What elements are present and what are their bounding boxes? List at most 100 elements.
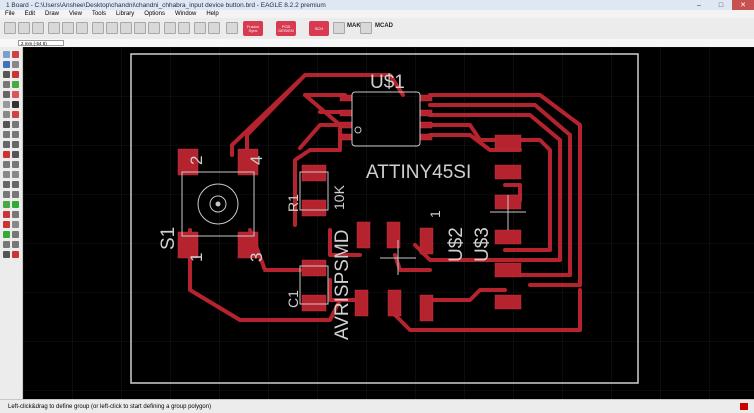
- pad-u3-6: [494, 294, 522, 310]
- undo-icon[interactable]: [164, 22, 176, 34]
- open-icon[interactable]: [4, 22, 16, 34]
- stop-command-icon[interactable]: [740, 403, 748, 410]
- rotate-tool-icon[interactable]: [12, 81, 19, 88]
- minimize-button[interactable]: –: [697, 1, 701, 9]
- u3-label: U$3: [472, 227, 493, 262]
- smash-tool-icon[interactable]: [12, 131, 19, 138]
- pcb-design-button[interactable]: PCB DESIGN: [276, 21, 296, 36]
- route-tool-icon[interactable]: [3, 161, 10, 168]
- close-button[interactable]: ✕: [732, 0, 754, 10]
- make-label[interactable]: MAKE: [347, 23, 365, 29]
- board-canvas[interactable]: U$1 ATTINY45SI S1 R1 10K C1 AVRISPSMD U$…: [23, 47, 754, 399]
- go-icon[interactable]: [208, 22, 220, 34]
- ratsnest-tool-icon[interactable]: [3, 221, 10, 228]
- text-tool-icon[interactable]: [12, 171, 19, 178]
- pad-u2-3: [419, 227, 434, 255]
- print-icon[interactable]: [32, 22, 44, 34]
- replace-tool-icon[interactable]: [12, 111, 19, 118]
- autoroute-tool-icon[interactable]: [12, 221, 19, 228]
- menu-draw[interactable]: Draw: [45, 11, 60, 17]
- menu-help[interactable]: Help: [206, 11, 219, 17]
- value-tool-icon[interactable]: [3, 131, 10, 138]
- redraw-icon[interactable]: [134, 22, 146, 34]
- show-tool-icon[interactable]: [12, 51, 19, 58]
- tool-palette: [0, 47, 23, 399]
- attribute-tool-icon[interactable]: [3, 211, 10, 218]
- delete-tool-icon[interactable]: [12, 101, 19, 108]
- zoom-in-icon[interactable]: [106, 22, 118, 34]
- redo-icon[interactable]: [178, 22, 190, 34]
- circle-tool-icon[interactable]: [3, 181, 10, 188]
- save-icon[interactable]: [18, 22, 30, 34]
- lock-tool-icon[interactable]: [3, 121, 10, 128]
- maximize-button[interactable]: □: [718, 1, 724, 9]
- polygon-tool-icon[interactable]: [12, 191, 19, 198]
- ripup-tool-icon[interactable]: [12, 161, 19, 168]
- menu-window[interactable]: Window: [174, 11, 197, 17]
- coordinate-bar: 2 mm (-54 8): [0, 39, 754, 47]
- change-tool-icon[interactable]: [12, 91, 19, 98]
- pad-ic-l3: [339, 121, 353, 129]
- move-tool-icon[interactable]: [3, 71, 10, 78]
- zoom-fit-icon[interactable]: [92, 22, 104, 34]
- zoom-out-icon[interactable]: [120, 22, 132, 34]
- menu-edit[interactable]: Edit: [24, 11, 36, 17]
- info-tool-icon[interactable]: [3, 51, 10, 58]
- mark-tool-icon[interactable]: [12, 61, 19, 68]
- pad-c1-top: [301, 259, 327, 277]
- errors-tool-icon[interactable]: [3, 241, 10, 248]
- name-tool-icon[interactable]: [12, 121, 19, 128]
- menu-options[interactable]: Options: [144, 11, 165, 17]
- pad-avr-3: [419, 294, 434, 322]
- switch-outer-circle: [197, 183, 239, 225]
- group-tool-icon[interactable]: [3, 91, 10, 98]
- board-icon[interactable]: [62, 22, 74, 34]
- script-icon[interactable]: [76, 22, 88, 34]
- drc-tool-icon[interactable]: [12, 231, 19, 238]
- menu-tools[interactable]: Tools: [91, 11, 106, 17]
- pad-ic-l2: [339, 109, 353, 117]
- wire-tool-icon[interactable]: [3, 171, 10, 178]
- display-tool-icon[interactable]: [3, 61, 10, 68]
- help-icon[interactable]: [226, 22, 238, 34]
- via-tool-icon[interactable]: [3, 201, 10, 208]
- u2-pin1-label: 1: [427, 210, 443, 218]
- menu-view[interactable]: View: [69, 11, 82, 17]
- optimize-tool-icon[interactable]: [3, 151, 10, 158]
- layer-tool-icon[interactable]: [3, 251, 10, 258]
- mcad-label[interactable]: MCAD: [375, 23, 393, 29]
- fusion-sync-button[interactable]: Fusion Sync: [243, 21, 263, 36]
- meander-tool-icon[interactable]: [12, 151, 19, 158]
- dimension-tool-icon[interactable]: [12, 211, 19, 218]
- pad-ic-l1: [339, 94, 353, 102]
- mirror-tool-icon[interactable]: [3, 81, 10, 88]
- pad-r1-top: [301, 164, 327, 182]
- menu-library[interactable]: Library: [115, 11, 135, 17]
- zoom-select-icon[interactable]: [148, 22, 160, 34]
- ulp-tool-icon[interactable]: [12, 251, 19, 258]
- mcad-icon[interactable]: [360, 22, 372, 34]
- rect-tool-icon[interactable]: [3, 191, 10, 198]
- erc-tool-icon[interactable]: [3, 231, 10, 238]
- make-icon[interactable]: [333, 22, 345, 34]
- paste-tool-icon[interactable]: [3, 101, 10, 108]
- pad-ic-r1: [419, 94, 433, 102]
- schematic-button[interactable]: SCH: [309, 21, 329, 36]
- menu-file[interactable]: File: [5, 11, 15, 17]
- grid-tool-icon[interactable]: [12, 241, 19, 248]
- pad-ic-l4: [339, 133, 353, 141]
- r1-label: R1: [285, 194, 301, 212]
- cam-icon[interactable]: [48, 22, 60, 34]
- arc-tool-icon[interactable]: [12, 181, 19, 188]
- add-tool-icon[interactable]: [3, 111, 10, 118]
- coordinate-display[interactable]: 2 mm (-54 8): [18, 40, 64, 46]
- split-tool-icon[interactable]: [12, 141, 19, 148]
- copy-tool-icon[interactable]: [12, 71, 19, 78]
- stop-icon[interactable]: [194, 22, 206, 34]
- ic-body-outline: [351, 91, 421, 147]
- s1-label: S1: [158, 227, 179, 250]
- switch-body-outline: [181, 171, 255, 237]
- hole-tool-icon[interactable]: [12, 201, 19, 208]
- copper-pads: [177, 94, 522, 322]
- miter-tool-icon[interactable]: [3, 141, 10, 148]
